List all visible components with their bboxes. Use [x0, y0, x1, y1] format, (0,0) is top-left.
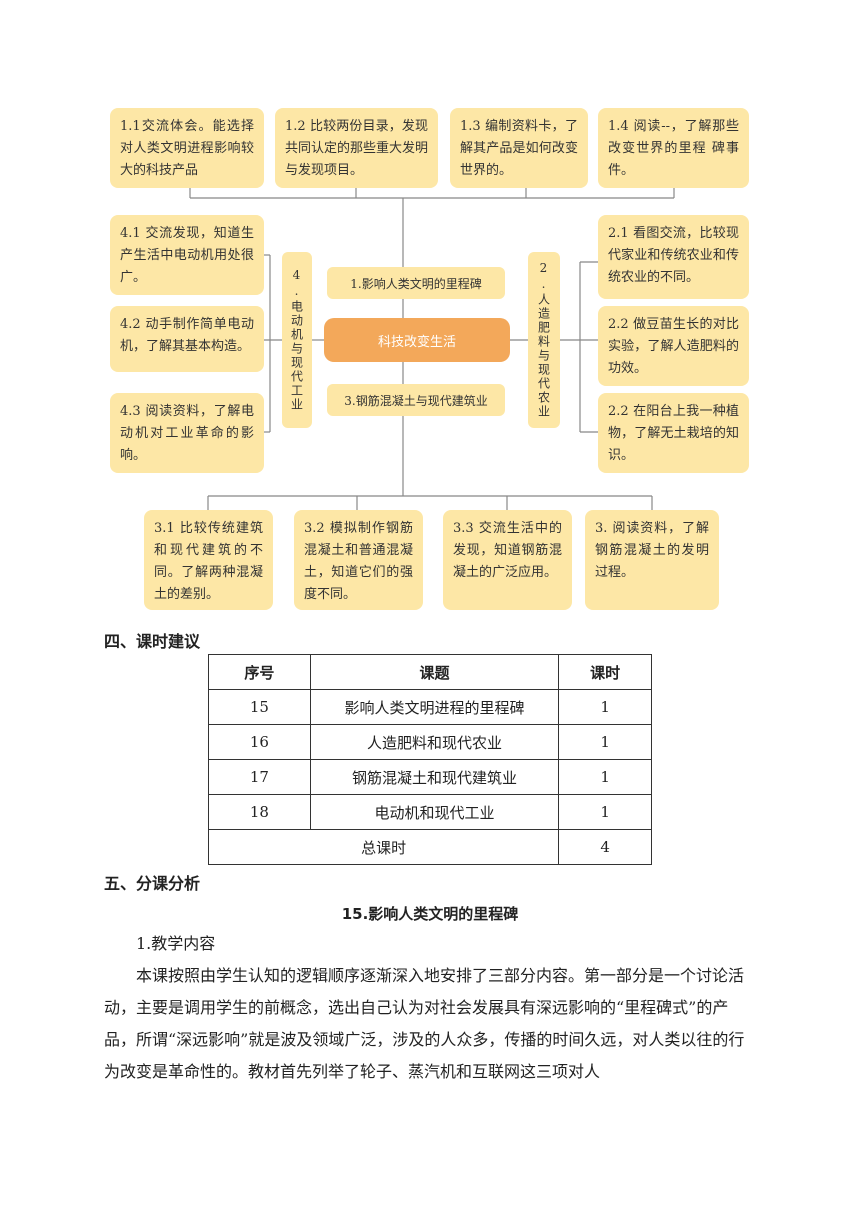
mindmap-box-1-1: 1.1交流体会。能选择对人类文明进程影响较大的科技产品 — [110, 108, 264, 188]
table-total-label: 总课时 — [207, 829, 560, 865]
lesson-title: 15.影响人类文明的里程碑 — [341, 905, 519, 923]
mindmap-category-4: 4.电动机与现代工业 — [282, 252, 312, 428]
section-heading-5: 五、分课分析 — [104, 874, 201, 893]
table-cell: 18 — [208, 794, 311, 830]
table-header-cell: 序号 — [208, 654, 311, 690]
table-cell: 钢筋混凝土和现代建筑业 — [309, 759, 560, 795]
mindmap-category-3: 3.钢筋混凝土与现代建筑业 — [327, 384, 505, 416]
mindmap-box-4-3: 4.3 阅读资料，了解电动机对工业革命的影响。 — [110, 393, 264, 473]
mindmap-category-2: 2.人造肥料与现代农业 — [528, 252, 560, 428]
mindmap-box-2-2: 2.2 做豆苗生长的对比实验，了解人造肥料的功效。 — [598, 306, 749, 386]
mindmap-box-3-4: 3. 阅读资料，了解钢筋混凝土的发明过程。 — [585, 510, 719, 610]
mindmap-box-2-3: 2.2 在阳台上我一种植物，了解无土栽培的知识。 — [598, 393, 749, 473]
section-heading-4: 四、课时建议 — [104, 632, 201, 651]
body-paragraph: 本课按照由学生认知的逻辑顺序逐渐深入地安排了三部分内容。第一部分是一个讨论活动，… — [104, 966, 745, 1081]
table-row: 16 人造肥料和现代农业 1 — [208, 724, 652, 760]
table-header-cell: 课时 — [558, 654, 652, 690]
table-cell: 16 — [208, 724, 311, 760]
table-row: 15 影响人类文明进程的里程碑 1 — [208, 689, 652, 725]
mindmap-box-2-1: 2.1 看图交流，比较现代家业和传统农业和传统农业的不同。 — [598, 215, 749, 299]
mindmap-box-1-4: 1.4 阅读--，了解那些改变世界的里程 碑事件。 — [598, 108, 749, 188]
table-cell: 1 — [558, 794, 652, 830]
table-cell: 影响人类文明进程的里程碑 — [309, 689, 560, 725]
lesson-hours-table: 序号 课题 课时 15 影响人类文明进程的里程碑 1 16 人造肥料和现代农业 … — [207, 654, 652, 865]
table-cell: 人造肥料和现代农业 — [309, 724, 560, 760]
table-cell: 电动机和现代工业 — [309, 794, 560, 830]
mindmap-category-1: 1.影响人类文明的里程碑 — [327, 267, 505, 299]
table-row: 17 钢筋混凝土和现代建筑业 1 — [208, 759, 652, 795]
mindmap-box-3-1: 3.1 比较传统建筑和现代建筑的不同。了解两种混凝土的差别。 — [144, 510, 273, 610]
table-total-value: 4 — [558, 829, 652, 865]
table-total-row: 总课时 4 — [207, 829, 652, 865]
table-cell: 1 — [558, 724, 652, 760]
table-cell: 15 — [208, 689, 311, 725]
mindmap-box-1-3: 1.3 编制资料卡，了解其产品是如何改变世界的。 — [450, 108, 588, 188]
mindmap-box-3-3: 3.3 交流生活中的发现，知道钢筋混凝土的广泛应用。 — [443, 510, 572, 610]
mindmap-box-1-2: 1.2 比较两份目录，发现共同认定的那些重大发明与发现项目。 — [275, 108, 438, 188]
mindmap-box-3-2: 3.2 模拟制作钢筋混凝土和普通混凝土，知道它们的强度不同。 — [294, 510, 423, 610]
mindmap-box-4-1: 4.1 交流发现，知道生产生活中电动机用处很广。 — [110, 215, 264, 295]
table-header-row: 序号 课题 课时 — [208, 654, 652, 690]
sub-heading: 1.教学内容 — [136, 934, 216, 953]
mindmap-center-topic: 科技改变生活 — [324, 318, 510, 362]
table-cell: 1 — [558, 689, 652, 725]
mindmap-box-4-2: 4.2 动手制作简单电动机，了解其基本构造。 — [110, 306, 264, 372]
table-cell: 1 — [558, 759, 652, 795]
table-header-cell: 课题 — [309, 654, 560, 690]
table-row: 18 电动机和现代工业 1 — [208, 794, 652, 830]
table-cell: 17 — [208, 759, 311, 795]
